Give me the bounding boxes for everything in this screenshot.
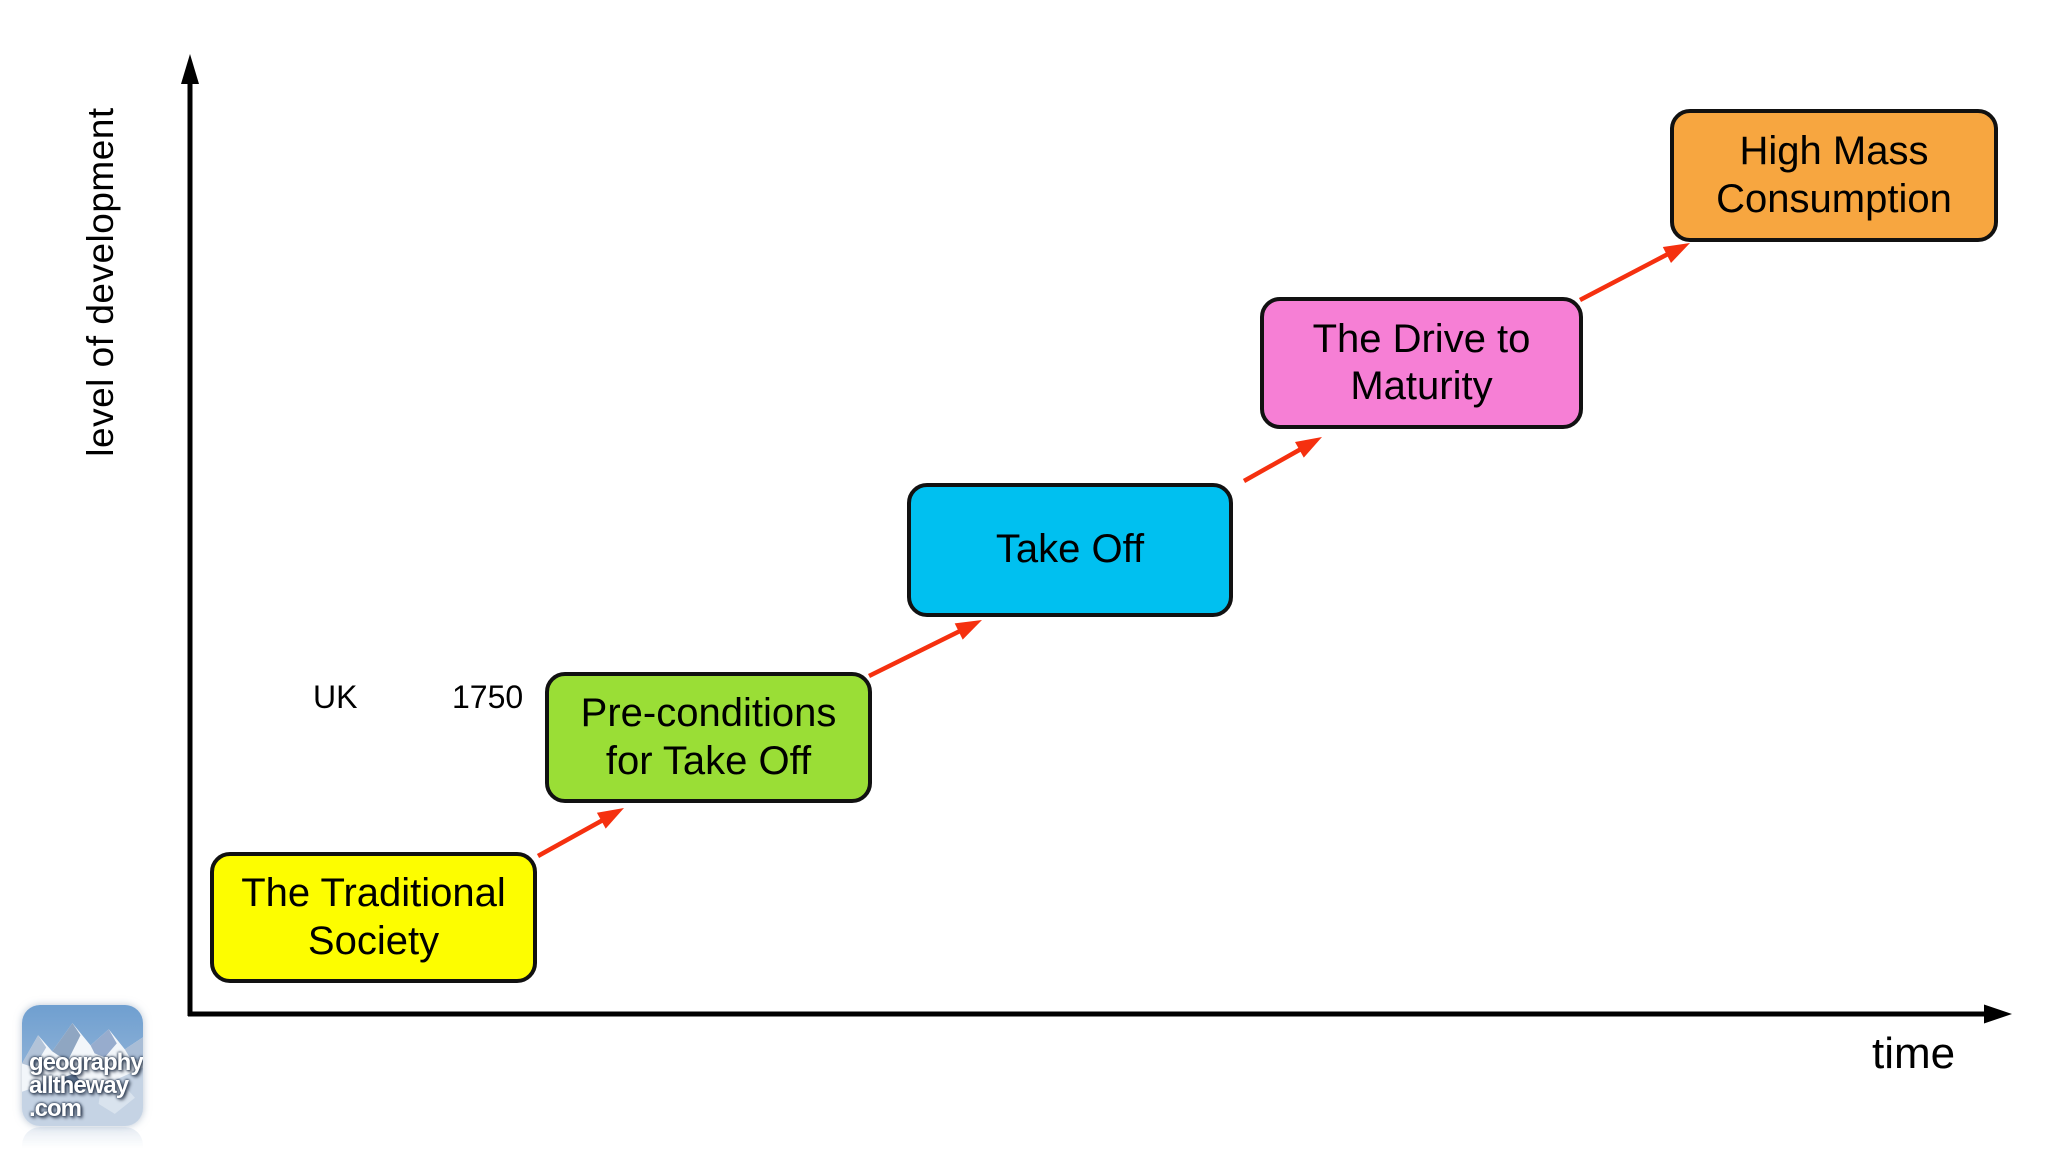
stage-arrow-1	[536, 808, 624, 858]
stage-label: The Traditional Society	[241, 871, 506, 963]
x-axis-arrowhead	[1984, 1004, 2012, 1024]
y-axis-arrowhead	[181, 54, 199, 84]
y-axis-label: level of development	[80, 107, 121, 457]
logo-mountain-image	[22, 1005, 143, 1126]
stage-arrow-3	[1242, 437, 1322, 483]
stage-arrow-4	[1578, 243, 1690, 302]
stage-label: High Mass Consumption	[1716, 129, 1952, 221]
stage-box-traditional-society: The Traditional Society	[210, 852, 537, 983]
logo-reflection: geography alltheway .com	[22, 1127, 143, 1152]
stage-label: Take Off	[995, 527, 1145, 572]
annotation-country: UK	[313, 679, 358, 715]
logo-text: geography alltheway .com	[29, 1049, 143, 1122]
x-axis-label: time	[1872, 1029, 1956, 1078]
annotation-year: 1750	[452, 679, 524, 715]
stage-box-high-mass-consumption: High Mass Consumption	[1670, 109, 1998, 242]
stage-box-take-off: Take Off	[907, 483, 1233, 617]
stage-arrow-2	[868, 620, 982, 679]
site-logo: geography alltheway .com	[22, 1005, 143, 1126]
stage-label: Pre-conditions for Take Off	[580, 691, 837, 783]
stage-box-drive-to-maturity: The Drive to Maturity	[1260, 297, 1583, 429]
stage-label: The Drive to Maturity	[1312, 316, 1531, 408]
stage-box-preconditions-for-take-off: Pre-conditions for Take Off	[545, 672, 872, 803]
